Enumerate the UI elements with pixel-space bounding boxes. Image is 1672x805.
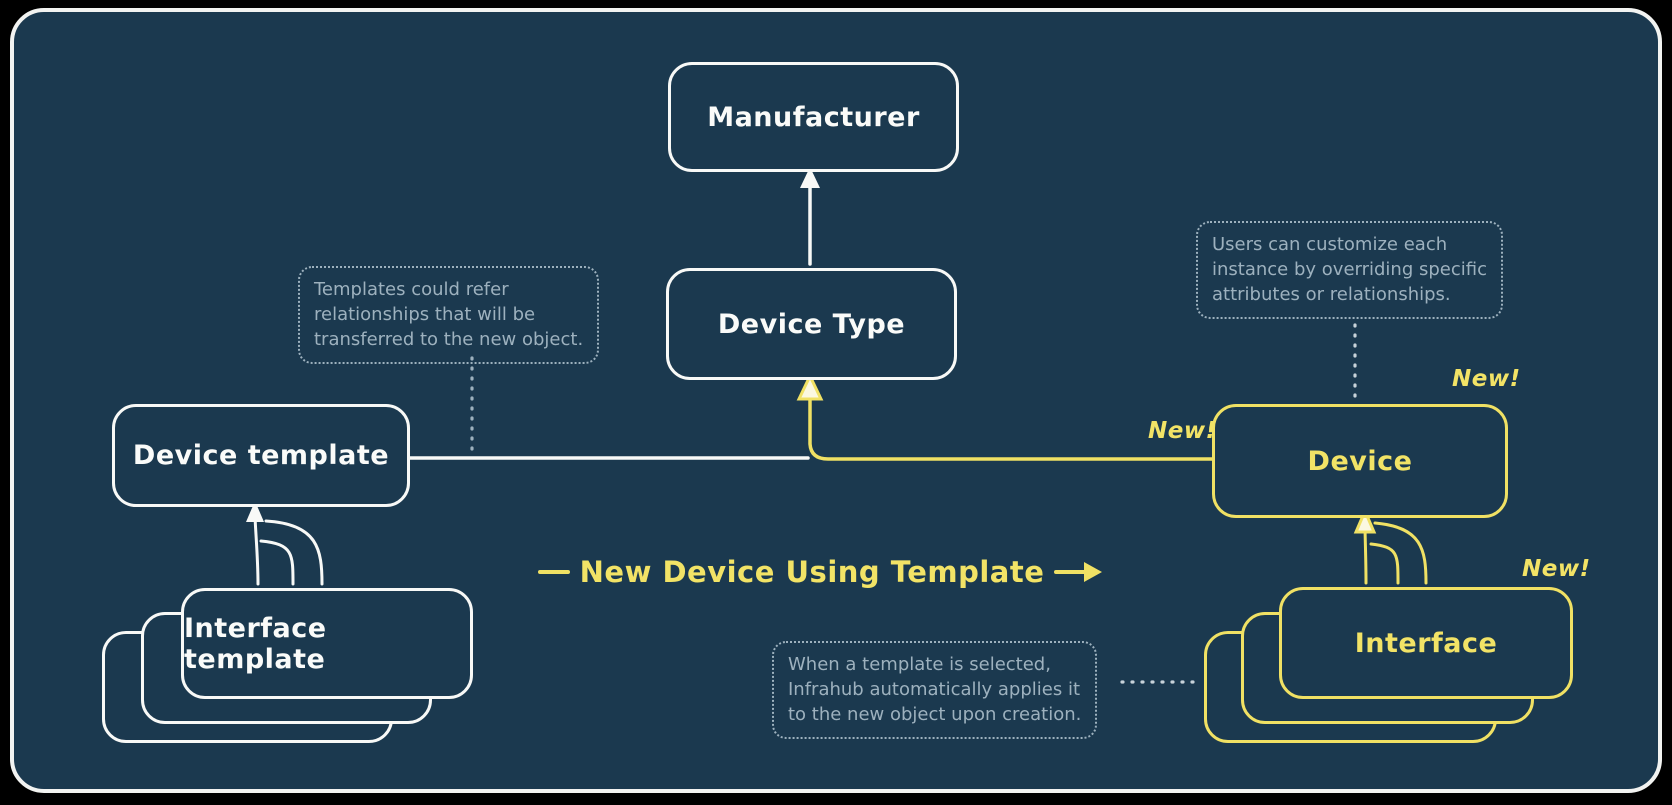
apply-note-line: to the new object upon creation. — [788, 703, 1082, 725]
node-device: Device — [1212, 404, 1508, 518]
node-device-type: Device Type — [666, 268, 957, 380]
apply-note: When a template is selected, Infrahub au… — [772, 641, 1098, 740]
flow-label: New Device Using Template — [579, 555, 1045, 589]
node-manufacturer-label: Manufacturer — [707, 101, 920, 133]
node-manufacturer: Manufacturer — [668, 62, 959, 172]
customize-note-line: Users can customize each — [1212, 234, 1448, 255]
apply-note-line: When a template is selected, — [788, 654, 1051, 675]
new-device-connector — [796, 372, 1214, 461]
flow-label-group: New Device Using Template — [538, 551, 1103, 593]
customize-note: Users can customize each instance by ove… — [1196, 221, 1503, 320]
node-device-type-label: Device Type — [717, 308, 906, 340]
apply-note-line: Infrahub automatically applies it — [788, 678, 1080, 700]
node-device-label: Device — [1307, 445, 1413, 477]
templates-note-line: transferred to the new object. — [314, 328, 584, 350]
devicetype-to-manufacturer-arrow — [800, 167, 820, 266]
new-badge-line: New! — [1148, 418, 1217, 444]
interface-to-device-arrow — [1353, 507, 1428, 585]
customize-note-line: attributes or relationships. — [1212, 283, 1451, 305]
templates-note-line: Templates could refer — [314, 279, 509, 300]
new-badge-interface: New! — [1522, 556, 1591, 582]
flow-right-line — [1054, 562, 1103, 582]
node-interface-label: Interface — [1354, 627, 1498, 659]
node-device-template-label: Device template — [132, 440, 390, 471]
customize-note-line: instance by overriding specific — [1212, 258, 1487, 280]
devicetype-arrowhead-icon — [796, 372, 824, 401]
flow-left-line — [538, 570, 570, 574]
node-interface: Interface — [1279, 587, 1573, 699]
templates-note-line: relationships that will be — [314, 303, 536, 325]
node-device-template: Device template — [112, 404, 410, 507]
templates-note: Templates could refer relationships that… — [298, 266, 600, 365]
node-interface-template: Interface template — [181, 588, 473, 699]
node-interface-template-label: Interface template — [184, 612, 327, 675]
new-badge-device: New! — [1452, 366, 1521, 392]
flow-arrowhead-icon — [1084, 562, 1103, 582]
interfacetemplate-to-devicetemplate-arrow — [246, 501, 324, 586]
